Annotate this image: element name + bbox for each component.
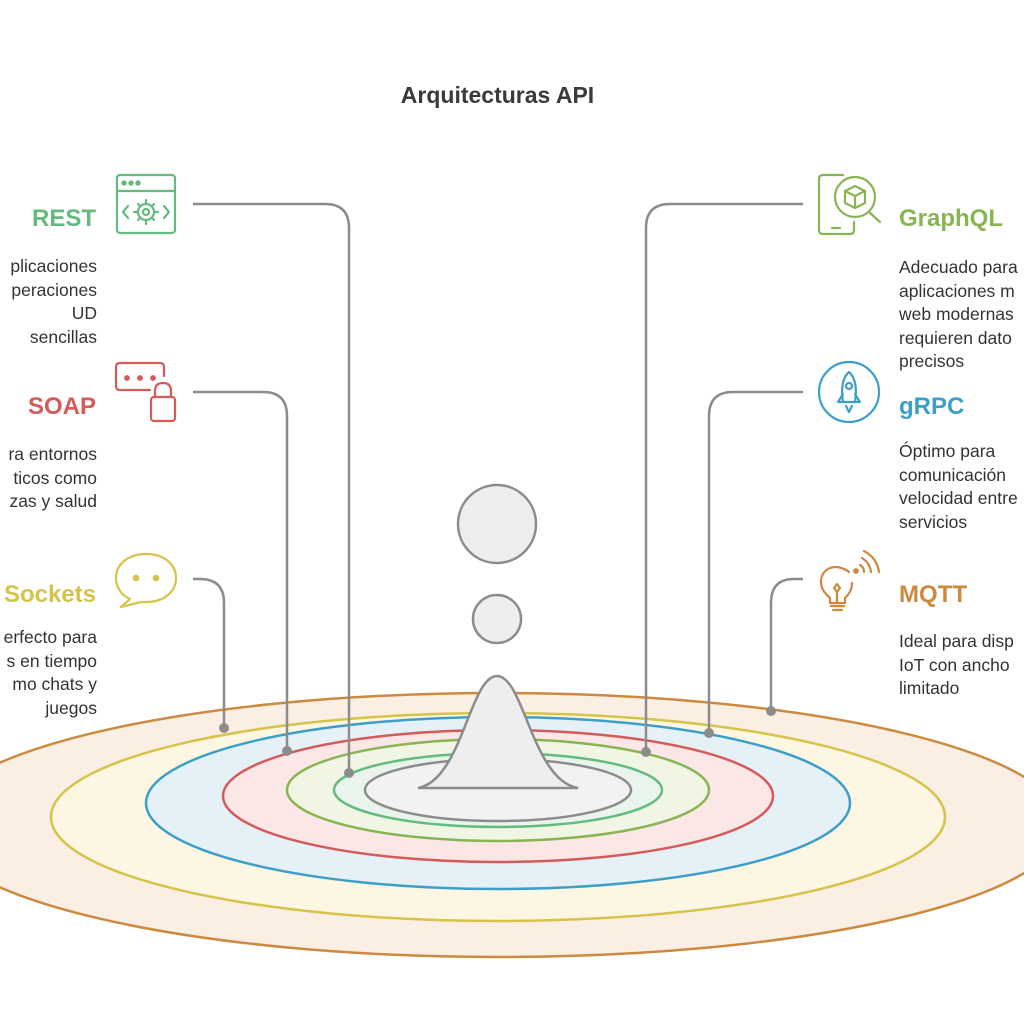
grpc-description: Óptimo para comunicación velocidad entre…	[899, 441, 1018, 532]
connector-soap	[193, 390, 289, 751]
graphql-description: Adecuado para aplicaciones m web moderna…	[899, 257, 1018, 371]
connector-graphql	[644, 202, 803, 752]
soap-label: SOAP	[27, 393, 96, 420]
diagram-title: Arquitecturas API	[400, 82, 595, 108]
splash-peak	[417, 674, 579, 790]
rest-description: plicaciones peraciones UD sencillas	[10, 256, 97, 347]
connector-websockets	[193, 577, 226, 728]
smart-bulb-icon	[819, 549, 881, 612]
grpc-label: gRPC	[899, 393, 965, 420]
mqtt-description: Ideal para disp IoT con ancho limitado	[899, 631, 1014, 698]
drop-large	[456, 483, 538, 565]
mqtt-label: MQTT	[899, 581, 967, 608]
connector-dot-graphql	[641, 747, 651, 757]
websockets-label: Sockets	[3, 581, 96, 608]
connector-dot-grpc	[704, 728, 714, 738]
connector-dot-rest	[344, 768, 354, 778]
chat-bubble-icon	[114, 552, 178, 609]
soap-description: ra entornos ticos como zas y salud	[8, 444, 97, 511]
connector-dot-websockets	[219, 723, 229, 733]
browser-gear-icon	[115, 173, 177, 235]
graphql-label: GraphQL	[899, 205, 1004, 232]
websockets-description: erfecto para s en tiempo mo chats y jueg…	[3, 627, 97, 718]
drop-small	[471, 593, 523, 645]
connector-dot-soap	[282, 746, 292, 756]
connector-dot-mqtt	[766, 706, 776, 716]
connector-rest	[193, 202, 351, 773]
rest-label: REST	[31, 205, 96, 232]
password-lock-icon	[114, 361, 177, 423]
rocket-icon	[817, 360, 881, 424]
mobile-cube-search-icon	[817, 173, 882, 236]
connector-grpc	[707, 390, 803, 733]
connector-mqtt	[769, 577, 803, 711]
